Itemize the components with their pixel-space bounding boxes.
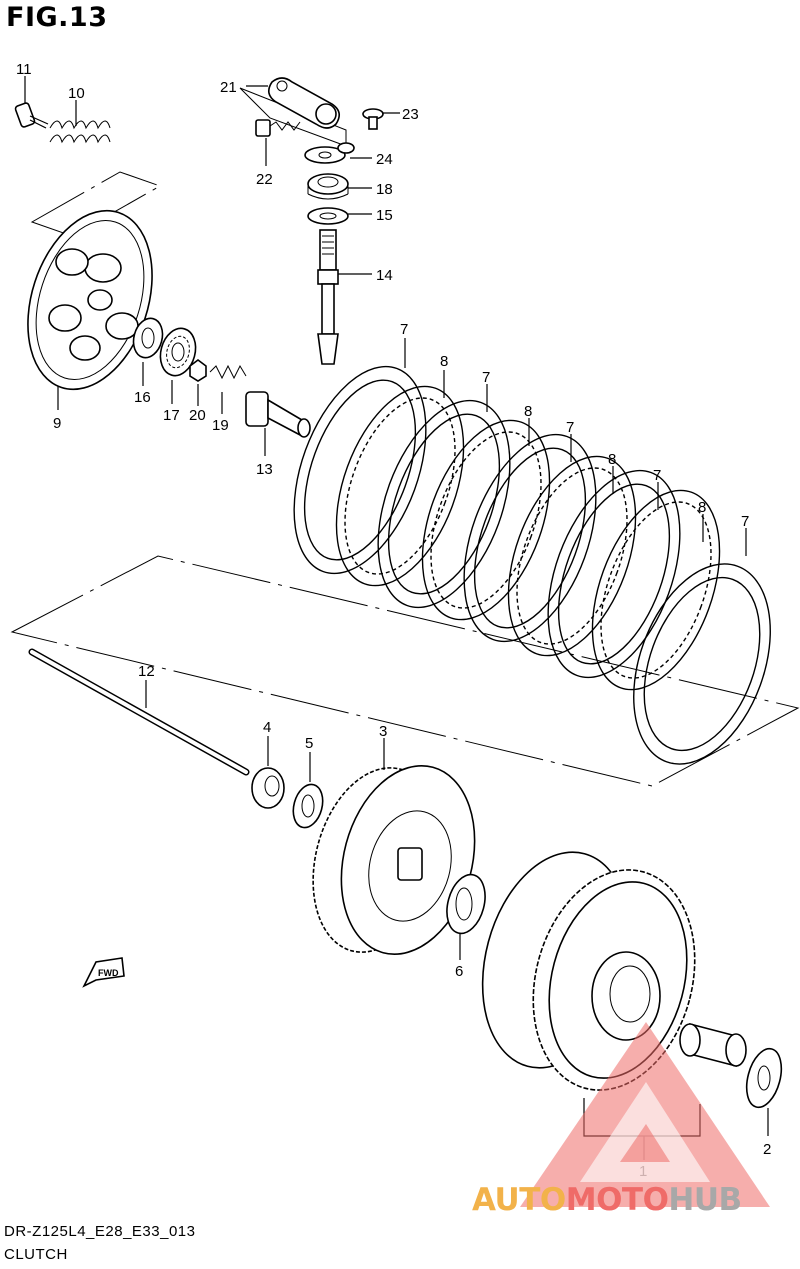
- callout-8d: 8: [698, 499, 706, 516]
- callout-7a: 7: [400, 321, 408, 338]
- model-code: DR-Z125L4_E28_E33_013: [4, 1223, 196, 1240]
- spacer: [679, 1022, 747, 1068]
- washer-16: [132, 317, 164, 359]
- callout-17: 17: [163, 407, 180, 424]
- bearing-4: [251, 767, 285, 809]
- drive-plate-7b: [377, 399, 511, 609]
- screw-19: [209, 364, 247, 380]
- bolt-11: [14, 102, 49, 129]
- driven-plate-8c: [507, 455, 637, 657]
- push-rod-12: [28, 648, 250, 776]
- bearing-18: [307, 173, 349, 200]
- callout-2: 2: [763, 1141, 771, 1158]
- callout-19: 19: [212, 417, 229, 434]
- washer-15: [307, 207, 349, 225]
- driven-plate-8b: [421, 419, 551, 621]
- callout-7c: 7: [566, 419, 574, 436]
- nut-20: [189, 359, 207, 382]
- callout-12: 12: [138, 663, 155, 680]
- spring-group-frame: [30, 171, 162, 237]
- lever-21: [268, 77, 340, 129]
- figure-title: FIG.13: [6, 2, 108, 33]
- release-shaft-14: [317, 229, 339, 365]
- callout-8c: 8: [608, 451, 616, 468]
- bolt-22: [255, 119, 301, 137]
- callout-24: 24: [376, 151, 393, 168]
- driven-plate-8a: [335, 385, 465, 587]
- callout-16: 16: [134, 389, 151, 406]
- watermark-logo-icon: [520, 1022, 770, 1207]
- callout-7d: 7: [653, 467, 661, 484]
- callout-8b: 8: [524, 403, 532, 420]
- callout-21: 21: [220, 79, 237, 96]
- callout-14: 14: [376, 267, 393, 284]
- drive-plate-7e: [633, 563, 771, 765]
- pressure-plate-9: [27, 209, 153, 391]
- callout-13: 13: [256, 461, 273, 478]
- callout-18: 18: [376, 181, 393, 198]
- callout-11: 11: [16, 61, 32, 78]
- drive-plate-7a: [293, 365, 427, 575]
- callout-3: 3: [379, 723, 387, 740]
- spring-10: [49, 120, 111, 144]
- clutch-plate-stack: [293, 365, 771, 765]
- callout-7b: 7: [482, 369, 490, 386]
- callout-6: 6: [455, 963, 463, 980]
- section-name: CLUTCH: [4, 1246, 68, 1263]
- callout-10: 10: [68, 85, 85, 102]
- washer-24: [304, 142, 355, 164]
- screw-23: [362, 108, 384, 130]
- drive-plate-7d: [547, 469, 681, 679]
- callout-15: 15: [376, 207, 393, 224]
- watermark-text: AUTOMOTOHUB: [472, 1182, 742, 1218]
- driven-plate-8d: [591, 489, 721, 691]
- lifter-piece-13: [245, 391, 311, 438]
- bearing-17: [159, 327, 197, 377]
- callout-20: 20: [189, 407, 206, 424]
- callout-labels: 11 10 21 23 24 22 18 15 14 7 8 7 8 7 8 7…: [16, 61, 771, 1180]
- callout-9: 9: [53, 415, 61, 432]
- washer-5: [292, 783, 324, 829]
- clutch-sleeve-hub-3: [312, 765, 476, 955]
- fwd-badge: FWD: [98, 968, 119, 978]
- callout-7e: 7: [741, 513, 749, 530]
- callout-5: 5: [305, 735, 313, 752]
- fwd-arrow-icon: FWD: [82, 957, 125, 988]
- plates-group-frame: [10, 555, 800, 787]
- washer-6: [446, 873, 486, 935]
- drive-plate-7c: [463, 433, 597, 643]
- callout-22: 22: [256, 171, 273, 188]
- callout-23: 23: [402, 106, 419, 123]
- washer-2: [745, 1047, 783, 1109]
- callout-8a: 8: [440, 353, 448, 370]
- callout-4: 4: [263, 719, 271, 736]
